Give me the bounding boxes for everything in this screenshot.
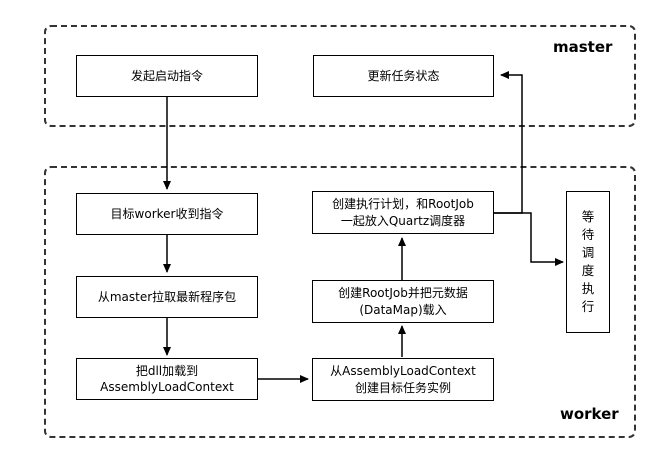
node-update-status: 更新任务状态	[313, 55, 494, 97]
wait-char: 度	[581, 263, 595, 278]
master-container	[44, 25, 636, 127]
node-create-rootjob: 创建RootJob并把元数据 (DataMap)载入	[312, 280, 494, 323]
node-start-command: 发起启动指令	[76, 55, 258, 97]
wait-char: 行	[581, 299, 595, 315]
worker-container	[44, 166, 636, 438]
wait-char: 等	[581, 208, 595, 224]
node-worker-receive: 目标worker收到指令	[76, 193, 258, 235]
node-create-plan: 创建执行计划，和RootJob 一起放入Quartz调度器	[312, 191, 494, 234]
worker-label: worker	[560, 405, 619, 423]
wait-char: 执	[581, 281, 595, 297]
wait-schedule-text: 等 待 调 度 执 行	[582, 208, 595, 317]
node-load-dll: 把dll加载到 AssemblyLoadContext	[76, 358, 258, 400]
master-label: master	[553, 38, 613, 56]
node-wait-schedule: 等 待 调 度 执 行	[566, 191, 610, 333]
node-pull-package: 从master拉取最新程序包	[76, 276, 258, 318]
node-create-instance: 从AssemblyLoadContext 创建目标任务实例	[312, 358, 494, 401]
wait-char: 待	[581, 226, 595, 242]
wait-char: 调	[581, 244, 595, 260]
